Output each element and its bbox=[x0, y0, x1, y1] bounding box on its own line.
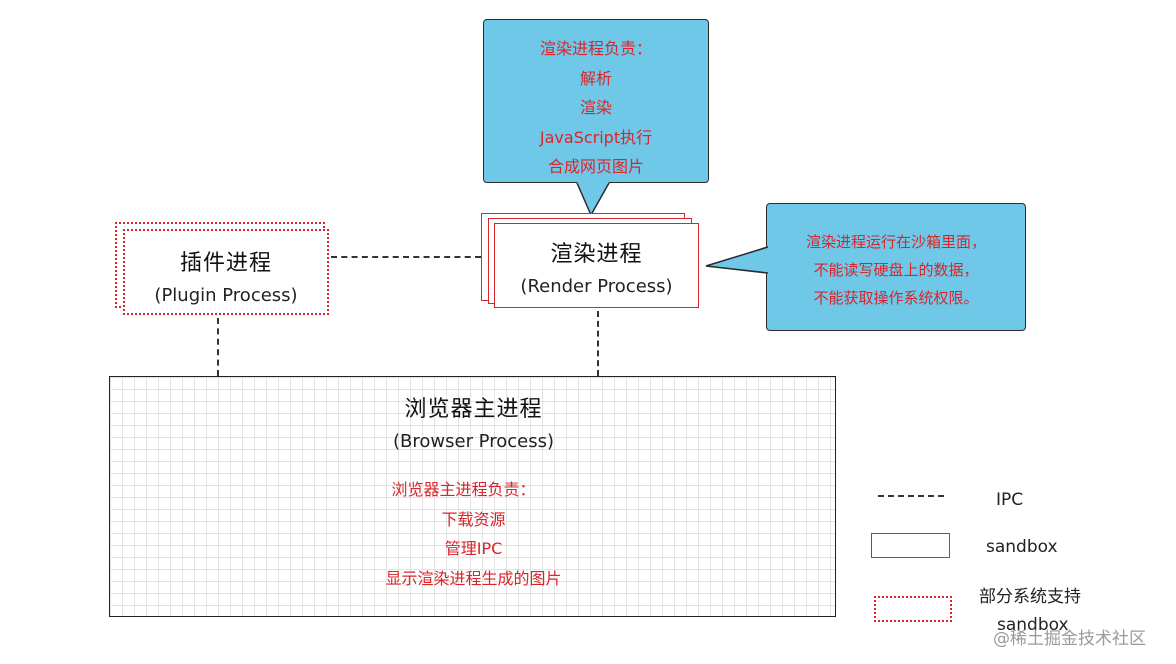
browser-duty-line: 下载资源 bbox=[441, 509, 506, 529]
callout-line: 渲染 bbox=[579, 98, 612, 117]
legend-partial-sandbox-swatch bbox=[874, 596, 952, 622]
legend-ipc-label: IPC bbox=[996, 490, 1024, 510]
plugin-process-box: 插件进程 (Plugin Process) bbox=[123, 229, 329, 315]
browser-process-title: 浏览器主进程 bbox=[404, 397, 543, 422]
callout-line: 合成网页图片 bbox=[547, 157, 644, 176]
browser-duty-line: 管理IPC bbox=[444, 539, 503, 558]
watermark: @稀土掘金技术社区 bbox=[993, 629, 1146, 649]
render-process-box: 渲染进程 (Render Process) bbox=[494, 223, 699, 308]
render-process-title: 渲染进程 bbox=[550, 242, 643, 267]
ipc-line-plugin-render bbox=[331, 256, 481, 258]
ipc-line-plugin-browser bbox=[217, 318, 219, 376]
sandbox-callout: 渲染进程运行在沙箱里面， 不能读写硬盘上的数据， 不能获取操作系统权限。 bbox=[766, 203, 1026, 331]
legend-sandbox-label: sandbox bbox=[986, 537, 1058, 557]
callout-line: 渲染进程运行在沙箱里面， bbox=[805, 233, 986, 251]
callout-line: 渲染进程负责： bbox=[539, 39, 652, 58]
callout-line: 不能获取操作系统权限。 bbox=[813, 289, 979, 307]
render-duties-callout: 渲染进程负责： 解析 渲染 JavaScript执行 合成网页图片 bbox=[483, 19, 709, 183]
render-process-subtitle: (Render Process) bbox=[520, 276, 673, 297]
plugin-process-title: 插件进程 bbox=[179, 251, 272, 276]
browser-process-box: 浏览器主进程 (Browser Process) 浏览器主进程负责： 下载资源 … bbox=[109, 376, 836, 617]
browser-process-subtitle: (Browser Process) bbox=[393, 431, 554, 452]
legend-sandbox-swatch bbox=[871, 533, 950, 558]
legend-partial-sandbox-label: 部分系统支持 sandbox bbox=[979, 583, 1081, 639]
render-callout-pointer bbox=[576, 182, 610, 217]
plugin-process-subtitle: (Plugin Process) bbox=[154, 285, 298, 306]
callout-line: JavaScript执行 bbox=[539, 127, 653, 147]
legend-ipc-line bbox=[878, 495, 944, 497]
browser-duty-line: 显示渲染进程生成的图片 bbox=[385, 568, 562, 588]
browser-duty-line: 浏览器主进程负责： bbox=[391, 480, 536, 499]
sandbox-callout-pointer bbox=[705, 246, 769, 274]
legend-partial-line: sandbox bbox=[997, 615, 1069, 635]
callout-line: 不能读写硬盘上的数据， bbox=[813, 261, 979, 279]
callout-line: 解析 bbox=[579, 68, 612, 88]
browser-duties: 浏览器主进程负责： 下载资源 管理IPC 显示渲染进程生成的图片 bbox=[110, 475, 837, 593]
legend-partial-line: 部分系统支持 bbox=[979, 587, 1081, 607]
ipc-line-render-browser bbox=[597, 311, 599, 376]
